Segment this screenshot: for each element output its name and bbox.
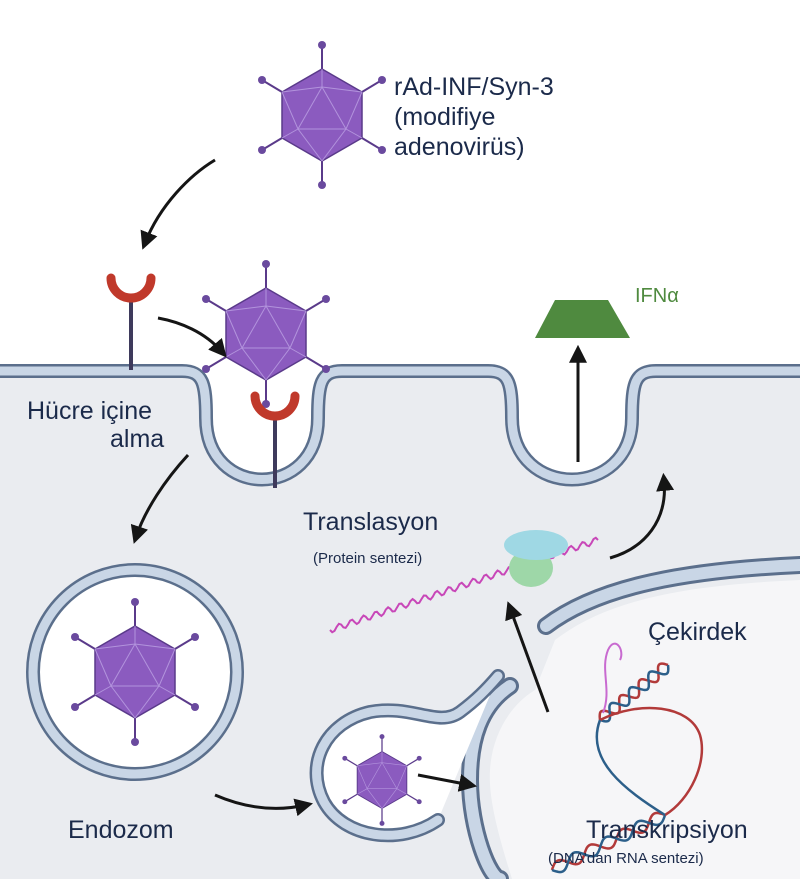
- arrow-vesicle-to-nucleus: [417, 773, 478, 792]
- transcription-bubble: [599, 706, 704, 817]
- bound-adenovirus: [201, 259, 331, 409]
- uptake-label-line1: Hücre içine: [27, 397, 152, 425]
- arrow-binding: [157, 316, 227, 358]
- translation-label: Translasyon: [303, 508, 438, 536]
- arrow-endosome-to-vesicle: [214, 793, 314, 817]
- transcription-label: Transkripsiyon: [586, 816, 748, 844]
- nucleus-label: Çekirdek: [648, 618, 747, 646]
- mrna-strand: [329, 536, 599, 634]
- arrow-translation-to-secretion: [609, 472, 675, 560]
- virus-label-line1: rAd-INF/Syn-3: [394, 73, 554, 101]
- arrow-transcription-to-translation: [505, 601, 550, 713]
- translation-sublabel: (Protein sentezi): [313, 550, 422, 567]
- virus-label-line2: (modifiye: [394, 103, 495, 131]
- ribosome-large-subunit: [504, 530, 568, 560]
- nucleus-interior: [489, 580, 800, 879]
- free-adenovirus: [257, 40, 387, 190]
- ifn-alpha-label: IFNα: [635, 285, 679, 307]
- transcription-sublabel: (DNA’dan RNA sentezi): [548, 850, 704, 867]
- dna-strand: [551, 664, 670, 874]
- surface-receptor: [111, 278, 151, 370]
- virus-label-line3: adenovirüs): [394, 133, 525, 161]
- ifn-alpha-protein: [535, 300, 630, 338]
- uptake-label-line2: alma: [110, 425, 164, 453]
- arrow-uptake-to-endosome: [130, 453, 190, 544]
- arrow-virus-to-receptor: [140, 158, 216, 250]
- nascent-rna: [602, 642, 623, 714]
- endosome-label: Endozom: [68, 816, 174, 844]
